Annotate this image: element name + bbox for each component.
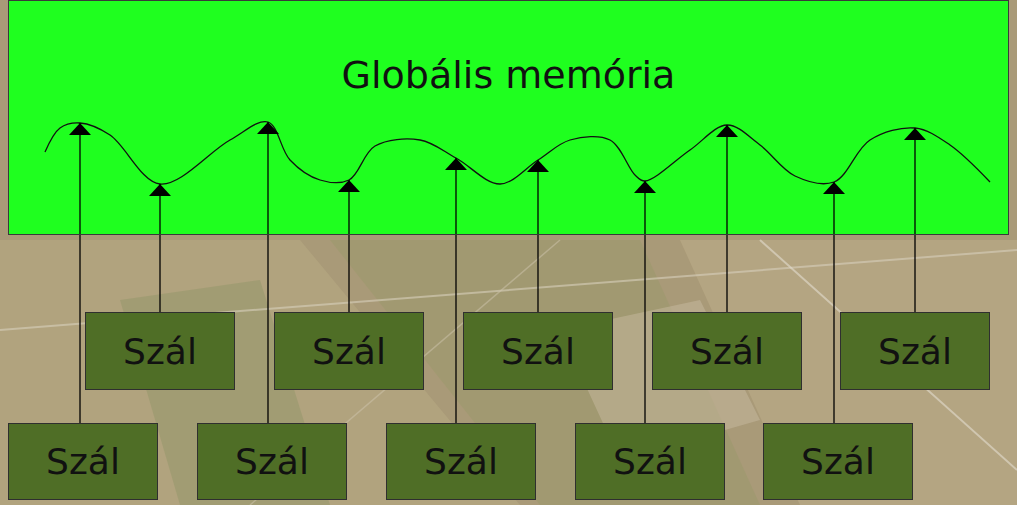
access-arrow — [644, 181, 645, 423]
memory-fill — [8, 0, 1009, 235]
access-arrow — [833, 182, 834, 423]
access-arrow — [79, 123, 80, 423]
thread-label: Szál — [424, 441, 498, 482]
access-arrow — [348, 180, 349, 312]
access-arrow — [455, 158, 456, 423]
thread-box: Szál — [575, 423, 725, 500]
access-arrow — [267, 122, 268, 423]
thread-label: Szál — [501, 331, 575, 372]
thread-box: Szál — [463, 312, 613, 390]
thread-box: Szál — [274, 312, 424, 390]
thread-label: Szál — [312, 331, 386, 372]
access-arrow — [914, 128, 915, 312]
thread-label: Szál — [878, 331, 952, 372]
thread-box: Szál — [840, 312, 990, 390]
thread-label: Szál — [801, 441, 875, 482]
thread-box: Szál — [386, 423, 536, 500]
thread-box: Szál — [8, 423, 158, 500]
memory-box: Globális memória — [8, 0, 1009, 235]
access-arrow — [726, 125, 727, 312]
access-arrow — [159, 184, 160, 312]
access-arrow — [537, 160, 538, 312]
memory-label: Globális memória — [9, 53, 1008, 97]
thread-label: Szál — [690, 331, 764, 372]
thread-box: Szál — [763, 423, 913, 500]
thread-label: Szál — [235, 441, 309, 482]
thread-label: Szál — [123, 331, 197, 372]
thread-box: Szál — [652, 312, 802, 390]
memory-wave — [45, 122, 990, 185]
thread-label: Szál — [46, 441, 120, 482]
thread-box: Szál — [85, 312, 235, 390]
thread-box: Szál — [197, 423, 347, 500]
thread-label: Szál — [613, 441, 687, 482]
